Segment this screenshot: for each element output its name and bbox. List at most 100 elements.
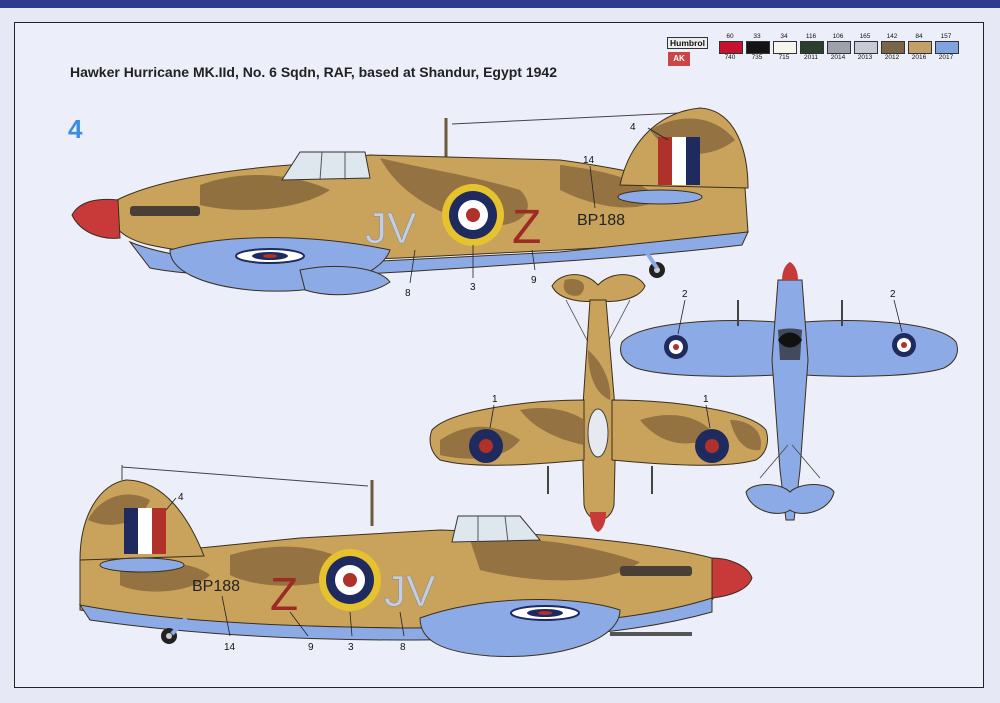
callout-roundel: 3	[470, 282, 476, 293]
antenna-wire	[791, 444, 821, 479]
fin-flash-white	[138, 508, 152, 554]
canopy-frame	[319, 151, 323, 181]
callout-line	[589, 165, 596, 209]
paint-swatch	[935, 41, 959, 54]
callout-line	[677, 299, 686, 335]
tailplane-under	[745, 484, 835, 514]
callout-bottom-14: 14	[224, 642, 236, 653]
individual-letter: Z	[512, 201, 541, 254]
ak-code: 2013	[857, 54, 873, 61]
paint-swatch	[719, 41, 743, 54]
exhaust-stacks	[130, 206, 200, 216]
callout-serial: 14	[583, 155, 595, 166]
right-wing-under	[803, 320, 958, 377]
humbrol-code: 60	[726, 33, 734, 40]
callout-line	[647, 127, 669, 141]
tail-wheel-hub	[166, 633, 172, 639]
ak-code: 2017	[938, 54, 954, 61]
lower-plan-view	[620, 262, 958, 521]
callout-fin: 4	[630, 122, 636, 133]
squadron-code: JV	[384, 567, 436, 616]
individual-letter: Z	[270, 568, 298, 620]
spinner	[71, 198, 121, 239]
radiator-scoop	[299, 265, 391, 296]
profile-number: 4	[68, 114, 83, 144]
roundel-red	[538, 611, 552, 615]
serial-number: BP188	[192, 578, 240, 595]
tail-wheel-strut	[170, 616, 188, 636]
under-roundel-left-red	[673, 344, 679, 350]
side-profile-right-facing: Z JV BP188	[78, 465, 753, 658]
humbrol-code: 157	[940, 33, 952, 40]
fin-flash-blue	[686, 137, 700, 185]
callout-bottom-9: 9	[308, 642, 314, 653]
fuselage-roundel-red	[466, 208, 480, 222]
squadron-code: JV	[365, 204, 417, 253]
callout-under-right: 2	[890, 289, 896, 300]
ak-code: 2014	[830, 54, 846, 61]
paint-swatch	[908, 41, 932, 54]
page-title: Hawker Hurricane MK.IId, No. 6 Sqdn, RAF…	[70, 64, 558, 80]
paint-swatch	[800, 41, 824, 54]
fuselage-under	[771, 279, 809, 521]
ak-code: 2011	[804, 54, 818, 61]
callout-line	[705, 404, 711, 429]
canopy	[281, 151, 371, 181]
humbrol-code: 84	[915, 33, 923, 40]
left-wing-under	[620, 320, 777, 377]
humbrol-code: 116	[805, 33, 817, 40]
callout-line	[489, 404, 495, 429]
spinner	[711, 557, 753, 599]
upper-roundel-left-red	[479, 439, 493, 453]
callout-bottom-3: 3	[348, 642, 354, 653]
paint-swatch	[773, 41, 797, 54]
antenna-wire	[121, 466, 369, 487]
callout-bottom-8: 8	[400, 642, 406, 653]
humbrol-code: 165	[859, 33, 871, 40]
top-border-bar	[0, 0, 1000, 8]
fin-flash-red	[658, 137, 672, 185]
paint-swatch	[854, 41, 878, 54]
palette-brand-label: Humbrol	[667, 37, 708, 49]
callout-line	[349, 611, 353, 637]
paint-swatch	[881, 41, 905, 54]
callout-upper-left: 1	[492, 394, 498, 405]
callout-bottom-fin: 4	[178, 492, 184, 503]
ak-code: 740	[724, 54, 736, 61]
tailplane	[617, 189, 703, 205]
callout-line	[531, 249, 536, 271]
paint-swatch	[746, 41, 770, 54]
camo-patch	[730, 420, 761, 451]
callout-9: 9	[531, 275, 537, 286]
ak-code: 715	[778, 54, 790, 61]
callout-line	[165, 497, 177, 511]
camo-patch	[470, 538, 640, 581]
callout-8: 8	[405, 288, 411, 299]
camo-patch	[563, 279, 585, 296]
canopy-frame	[504, 515, 509, 543]
camo-patch	[640, 415, 715, 444]
camo-patch	[588, 350, 611, 400]
fin-flash-blue	[124, 508, 138, 554]
canopy	[587, 408, 609, 458]
side-profile-left-facing: JV Z BP188	[71, 107, 749, 296]
squadron-badge-icon	[778, 332, 802, 348]
paint-swatch	[827, 41, 851, 54]
antenna-wire	[565, 299, 589, 343]
antenna-wire	[451, 111, 701, 125]
fin-flash-white	[672, 137, 686, 185]
spinner	[590, 512, 606, 532]
under-roundel-right-red	[901, 342, 907, 348]
camo-patch	[520, 408, 584, 445]
callout-upper-right: 1	[703, 394, 709, 405]
spinner	[782, 262, 798, 280]
camo-patch	[200, 174, 330, 210]
exhaust-stacks	[620, 566, 692, 576]
ak-logo-icon: AK	[668, 52, 690, 66]
serial-number: BP188	[577, 212, 625, 229]
callout-line	[399, 611, 405, 637]
callout-line	[893, 299, 903, 333]
fin-flash-red	[152, 508, 166, 554]
